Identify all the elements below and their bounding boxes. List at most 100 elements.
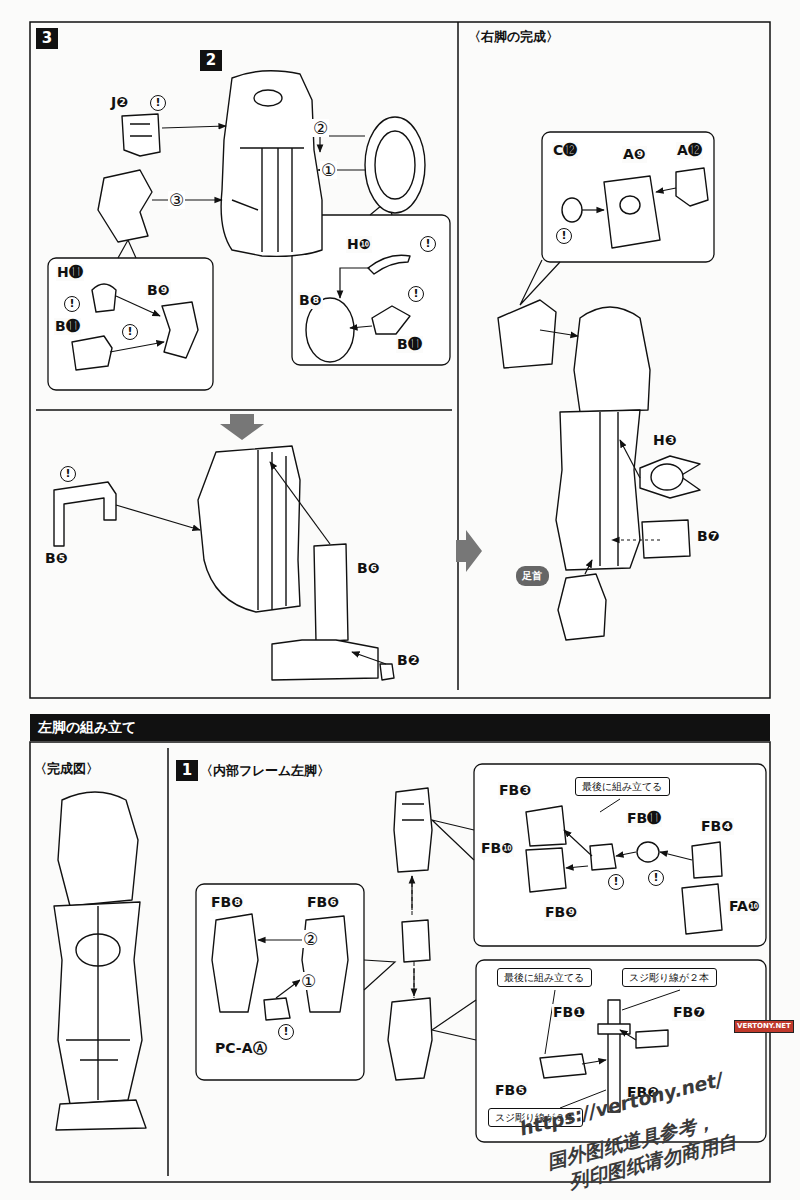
leader-arrows (162, 126, 226, 128)
section-header: 左脚の組み立て (30, 714, 770, 741)
caution-mark: ! (150, 95, 166, 111)
frames (30, 742, 770, 1182)
leader-arrows (582, 209, 604, 210)
part-number: FB❺ (494, 1082, 528, 1099)
axis-lines (412, 876, 413, 918)
callout-pointers (520, 260, 560, 305)
part-outline (574, 307, 650, 412)
part-outline (394, 788, 432, 872)
part-number: B❼ (696, 528, 721, 545)
callout-pointers (432, 1000, 476, 1040)
part-outline (130, 124, 152, 136)
frames (30, 22, 770, 698)
leader-arrows (585, 560, 592, 574)
part-outline (682, 884, 722, 934)
part-number: FB❻ (306, 894, 340, 911)
part-outline (264, 998, 290, 1020)
part-outline (98, 170, 152, 242)
part-outline (636, 1030, 668, 1048)
part-outline (651, 464, 683, 490)
node-text: 左脚の組み立て (38, 718, 136, 737)
part-number: FB⓫ (626, 810, 662, 827)
part-number: A⓬ (676, 142, 703, 159)
part-number: FB❶ (552, 1004, 586, 1021)
part-outline (212, 914, 258, 1012)
step-arrows (456, 530, 482, 572)
part-number: FB❿ (480, 840, 514, 857)
caution-mark: ! (608, 874, 624, 890)
order-number: ① (320, 161, 337, 179)
part-outline (58, 792, 138, 906)
caution-mark: ! (420, 236, 436, 252)
leader-arrows (566, 866, 588, 868)
node-text: 最後に組み立てる (504, 971, 584, 984)
callout-pointers (364, 960, 395, 990)
leader-arrows (116, 505, 200, 530)
leader-arrows (564, 830, 592, 856)
part-outline (640, 456, 700, 498)
node-text: 最後に組み立てる (582, 780, 662, 793)
part-outline (162, 302, 198, 358)
caution-mark: ! (556, 228, 572, 244)
note-leaders (545, 990, 555, 1054)
note-leaders (545, 799, 680, 1108)
axis-lines (412, 876, 414, 998)
frames (457, 22, 459, 690)
part-outline (600, 412, 618, 566)
part-outline (314, 544, 348, 642)
order-number: ② (312, 119, 329, 137)
part-outline (221, 71, 322, 257)
callout-boxes (196, 884, 364, 1080)
leader-arrows (656, 188, 676, 192)
part-number: B⓫ (54, 318, 81, 335)
part-number: FA❿ (728, 898, 761, 915)
part-outline (642, 520, 690, 558)
part-outline (498, 300, 556, 368)
leader-arrows (270, 462, 330, 544)
caution-mark: ! (60, 466, 76, 482)
note-box: 最後に組み立てる (575, 777, 670, 796)
leader-arrows (116, 296, 160, 316)
part-number: B❺ (44, 550, 69, 567)
note-box: スジ彫り線が２本 (622, 968, 717, 987)
frames (36, 409, 452, 411)
part-outline (388, 998, 432, 1080)
order-number: ① (300, 972, 317, 990)
part-outline (590, 844, 616, 870)
part-outline (375, 131, 415, 199)
part-number: PC-AⒶ (214, 1040, 268, 1057)
part-number: FB❼ (672, 1004, 706, 1021)
part-outline (556, 410, 640, 570)
part-number: A❾ (622, 146, 647, 163)
part-outline (692, 842, 722, 878)
node-text: 1 (182, 761, 192, 780)
node-text: 3 (42, 29, 52, 48)
node-text: 2 (206, 51, 216, 70)
callout-boxes (48, 258, 213, 390)
part-outline (66, 906, 130, 1100)
leader-arrows (660, 852, 692, 860)
part-outline (637, 842, 659, 862)
part-outline (526, 806, 566, 846)
part-number: FB❸ (498, 782, 532, 799)
part-number: C⓬ (552, 142, 578, 159)
callout-pointers (118, 200, 560, 1040)
part-outline (72, 336, 112, 370)
frames (30, 22, 770, 1182)
part-number: H❸ (652, 432, 678, 449)
callout-boxes (474, 764, 766, 946)
part-outline (562, 198, 582, 222)
part-number: B❷ (396, 652, 421, 669)
part-outline (56, 1100, 146, 1130)
part-number: B❻ (356, 560, 381, 577)
leader-arrows (258, 939, 302, 940)
part-outline (54, 902, 142, 1104)
panel-heading: 〈右脚の完成〉 (468, 28, 559, 46)
node-text: スジ彫り線が２本 (629, 971, 709, 984)
part-number: B⓫ (396, 336, 423, 353)
leader-arrows (110, 126, 692, 1064)
part-outline (254, 90, 282, 106)
part-outline (402, 920, 430, 962)
order-number: ② (302, 930, 319, 948)
